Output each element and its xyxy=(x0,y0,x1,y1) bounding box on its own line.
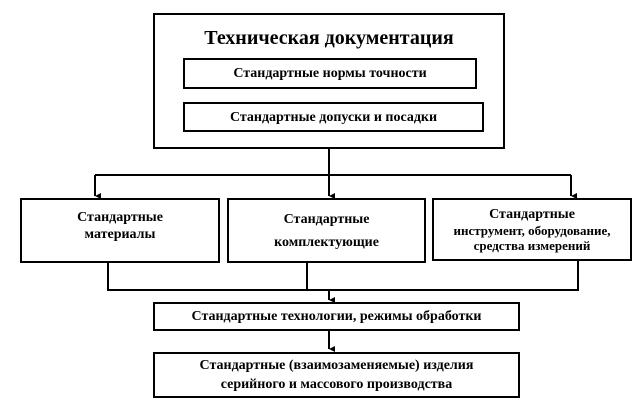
technology-label: Стандартные технологии, режимы обработки xyxy=(191,309,482,324)
products-line2: серийного и массового производства xyxy=(220,377,453,392)
tolerances-box: Стандартные допуски и посадки xyxy=(183,102,484,132)
tools-line1: Стандартные xyxy=(489,207,575,222)
products-line1: Стандартные (взаимозаменяемые) изделия xyxy=(199,358,474,373)
tools-line3: средства измерений xyxy=(473,238,591,253)
materials-line1: Стандартные xyxy=(77,209,163,225)
tools-box: Стандартные инструмент, оборудование, ср… xyxy=(432,198,632,261)
components-line2: комплектующие xyxy=(274,234,379,250)
materials-line2: материалы xyxy=(84,226,156,242)
materials-box: Стандартные материалы xyxy=(20,198,220,263)
documentation-title: Техническая документация xyxy=(204,27,454,49)
tolerances-label: Стандартные допуски и посадки xyxy=(229,109,438,125)
components-box: Стандартные комплектующие xyxy=(227,198,426,263)
technology-box: Стандартные технологии, режимы обработки xyxy=(153,302,520,331)
accuracy-norms-box: Стандартные нормы точности xyxy=(183,58,477,89)
components-line1: Стандартные xyxy=(283,211,370,227)
products-box: Стандартные (взаимозаменяемые) изделия с… xyxy=(153,352,520,398)
tools-line2: инструмент, оборудование, xyxy=(453,223,611,238)
accuracy-norms-label: Стандартные нормы точности xyxy=(233,66,427,81)
